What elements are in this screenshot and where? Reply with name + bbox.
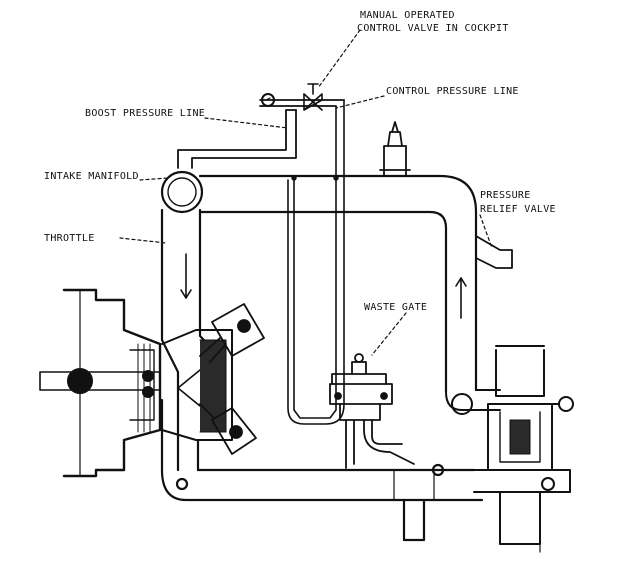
flow-arrows <box>180 253 467 319</box>
lower-valve-assembly <box>199 403 257 455</box>
compressor-housing <box>161 329 233 441</box>
engine-block <box>39 288 162 478</box>
pipe-fittings <box>291 175 339 181</box>
label-throttle: THROTTLE <box>44 233 95 244</box>
upper-valve-assembly <box>199 303 265 363</box>
waste-gate-assembly <box>329 353 415 469</box>
leader-lines <box>119 29 493 356</box>
turbine-housing <box>445 345 574 553</box>
label-intake-manifold: INTAKE MANIFOLD <box>44 171 139 182</box>
pressure-relief-valve-icon <box>379 121 411 177</box>
label-manual-valve-line1: MANUAL OPERATED <box>360 10 455 21</box>
manual-control-valve-icon <box>303 83 323 111</box>
gauge-icon <box>261 93 275 107</box>
label-manual-valve-line2: CONTROL VALVE IN COCKPIT <box>357 23 509 34</box>
label-pressure-relief-line2: RELIEF VALVE <box>480 204 556 215</box>
control-pressure-line <box>287 99 345 425</box>
bottom-pipe <box>160 463 484 542</box>
label-boost-pressure-line: BOOST PRESSURE LINE <box>85 108 206 119</box>
label-control-pressure-line: CONTROL PRESSURE LINE <box>386 86 519 97</box>
intake-manifold-pipe <box>160 170 478 394</box>
label-pressure-relief-line1: PRESSURE <box>480 190 531 201</box>
relief-outlet <box>475 235 513 269</box>
label-waste-gate: WASTE GATE <box>364 302 428 313</box>
